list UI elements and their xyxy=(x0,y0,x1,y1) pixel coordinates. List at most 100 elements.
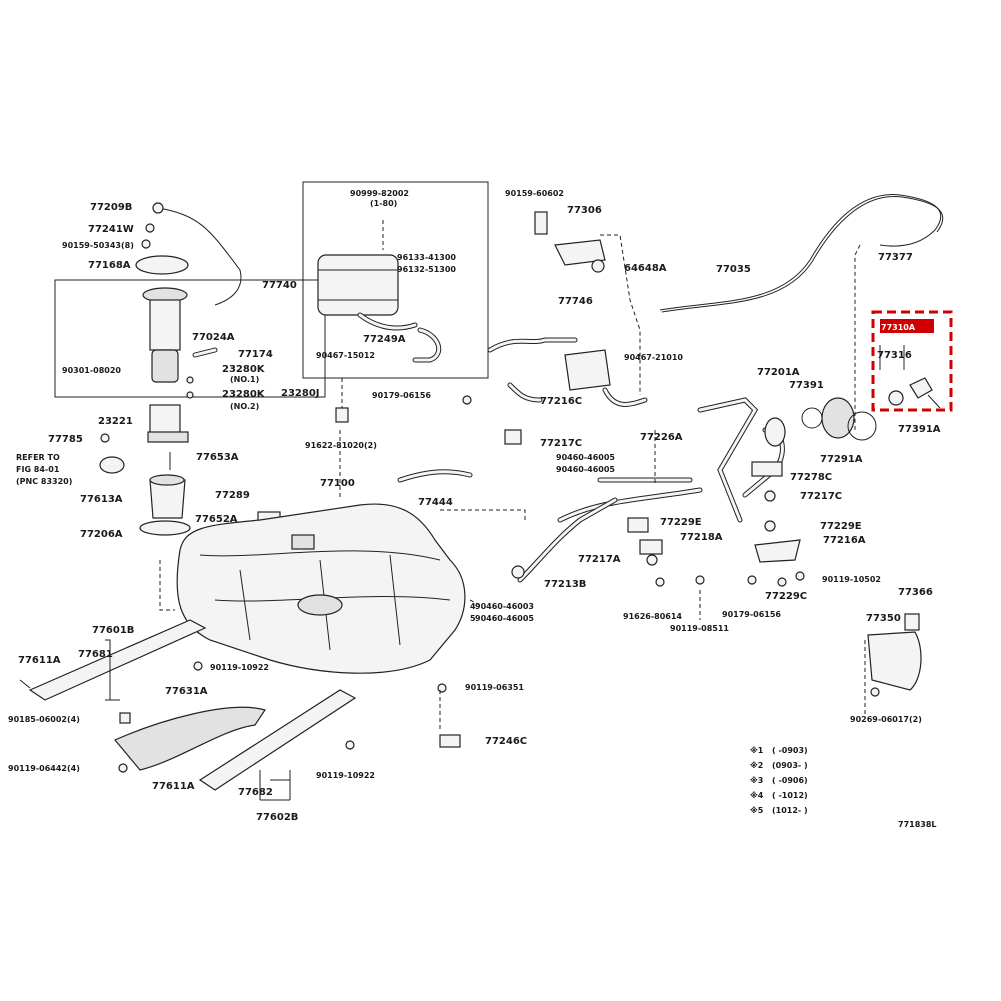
bolt-90179-b xyxy=(747,575,757,585)
bracket-77278c xyxy=(751,461,783,477)
label-77306: 77306 xyxy=(567,205,602,216)
bolt-91622 xyxy=(335,407,349,423)
label-refer-3: (PNC 83320) xyxy=(16,477,72,486)
label-64648a: 64648A xyxy=(624,263,667,274)
label-77611a-2: 77611A xyxy=(152,781,195,792)
label-77201a: 77201A xyxy=(757,367,800,378)
label-77249a: 77249A xyxy=(363,334,406,345)
gasket-77168a xyxy=(135,255,189,275)
clamp-77229e-2 xyxy=(764,520,776,532)
label-77613a: 77613A xyxy=(80,494,123,505)
fuel-lid-77350 xyxy=(867,631,922,691)
part-77785 xyxy=(100,433,110,443)
label-77444: 77444 xyxy=(418,497,453,508)
bolt-91626 xyxy=(655,577,665,587)
label-77174: 77174 xyxy=(238,349,273,360)
screw-90269 xyxy=(870,687,880,697)
straps-group xyxy=(19,619,461,791)
bracket-77216a xyxy=(754,539,801,563)
valve-77746 xyxy=(564,349,611,391)
legend-text-2: (0903- ) xyxy=(772,761,808,770)
label-23221: 23221 xyxy=(98,416,133,427)
label-90999-note: (1-80) xyxy=(370,199,397,208)
label-23280k-1: 23280K xyxy=(222,364,266,375)
fuel-lid-group xyxy=(867,613,922,697)
legend-mark-3: ※3 xyxy=(750,775,763,785)
opener-77310a xyxy=(909,377,933,399)
label-77229e-2: 77229E xyxy=(820,521,862,532)
label-90467-21010: 90467-21010 xyxy=(624,353,683,362)
bolt-90119-08511 xyxy=(695,575,705,585)
bolt-90185 xyxy=(119,712,131,724)
filter-23221 xyxy=(149,404,181,436)
label-77217c: 77217C xyxy=(540,438,582,449)
bracket-77306 xyxy=(554,239,606,266)
plug-23280k-1 xyxy=(186,376,194,384)
label-90269: 90269-06017(2) xyxy=(850,715,922,724)
label-90179-06156-b: 90179-06156 xyxy=(722,610,781,619)
bolt-90119-10502 xyxy=(795,571,805,581)
label-77310a: 77310A xyxy=(881,323,916,332)
label-77241w: 77241W xyxy=(88,224,134,235)
label-77035: 77035 xyxy=(716,264,751,275)
fuel-tank-77100 xyxy=(176,503,466,674)
vent-valve-group xyxy=(462,211,648,445)
bolt-90179-a xyxy=(462,395,472,405)
label-77366: 77366 xyxy=(898,587,933,598)
filler-pipe-group xyxy=(511,397,877,587)
sender-77613a xyxy=(149,479,186,519)
label-23280k-2: 23280K xyxy=(222,389,266,400)
fuel-lid-cable-group xyxy=(659,194,944,313)
label-77168a: 77168A xyxy=(88,260,131,271)
label-90119-10922-b: 90119-10922 xyxy=(316,771,375,780)
clamp-77218a xyxy=(639,539,663,555)
legend-mark-4: ※4 xyxy=(750,790,764,800)
date-legend: ※1 ( -0903) ※2 (0903- ) ※3 ( -0906) ※4 (… xyxy=(750,745,937,829)
screw-90159 xyxy=(141,239,151,249)
label-77209b: 77209B xyxy=(90,202,132,213)
label-77217a: 77217A xyxy=(578,554,621,565)
part-labels: 77209B 77241W 90159-50343(8) 77168A 7702… xyxy=(8,189,941,823)
label-90185: 90185-06002(4) xyxy=(8,715,80,724)
label-90179-06156-a: 90179-06156 xyxy=(372,391,431,400)
clamp-77217c xyxy=(504,429,522,445)
label-77246c: 77246C xyxy=(485,736,527,747)
charcoal-canister xyxy=(317,254,399,316)
label-90119-06351: 90119-06351 xyxy=(465,683,524,692)
label-77681: 77681 xyxy=(78,649,113,660)
label-90467-15012: 90467-15012 xyxy=(316,351,375,360)
label-91622: 91622-81020(2) xyxy=(305,441,377,450)
strap-77601b xyxy=(28,619,207,701)
clamp-77217a xyxy=(646,554,658,566)
label-77278c: 77278C xyxy=(790,472,832,483)
label-77350: 77350 xyxy=(866,613,901,624)
label-77217c-2: 77217C xyxy=(800,491,842,502)
label-77229c: 77229C xyxy=(765,591,807,602)
label-77377: 77377 xyxy=(878,252,913,263)
clip-64648a xyxy=(591,259,605,273)
label-77216a: 77216A xyxy=(823,535,866,546)
label-90460-46005-c: 90460-46005 xyxy=(475,614,534,623)
fuel-tank-group xyxy=(176,469,473,674)
canister-box xyxy=(302,181,489,379)
hinge-77366 xyxy=(904,613,920,631)
clamp-77217c-2 xyxy=(764,490,776,502)
label-77213b: 77213B xyxy=(544,579,586,590)
cable-77035 xyxy=(659,194,942,311)
label-90999: 90999-82002 xyxy=(350,189,409,198)
label-77216c: 77216C xyxy=(540,396,582,407)
fuel-pump-group xyxy=(54,202,326,536)
label-77024a: 77024A xyxy=(192,332,235,343)
label-77316: 77316 xyxy=(877,350,912,361)
label-77611a-1: 77611A xyxy=(18,655,61,666)
label-mark-4: 4 xyxy=(470,602,476,611)
protector-77631a xyxy=(114,706,266,771)
label-90119-06442: 90119-06442(4) xyxy=(8,764,80,773)
clamp-77246c xyxy=(439,734,461,748)
label-77602b: 77602B xyxy=(256,812,298,823)
part-ref-fig xyxy=(99,456,125,474)
label-mark-5: 5 xyxy=(470,614,476,623)
highlight-77310a xyxy=(871,310,953,412)
label-77682: 77682 xyxy=(238,787,273,798)
bolt-90159-60602 xyxy=(534,211,548,235)
